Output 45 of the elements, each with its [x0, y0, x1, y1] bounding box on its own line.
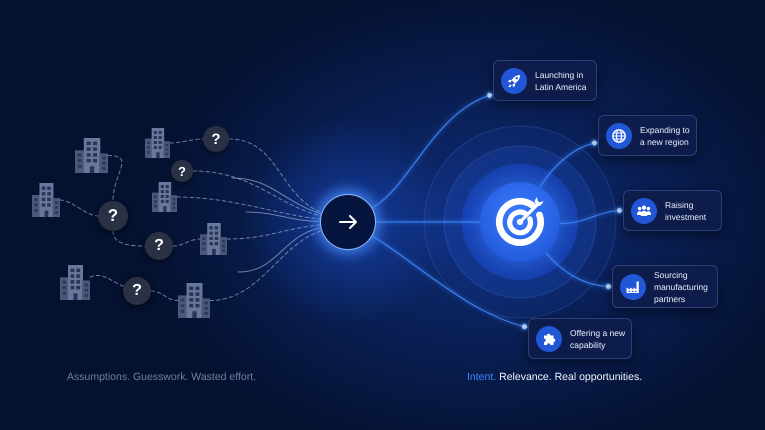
card-label: Offering a new capability: [570, 326, 626, 350]
question-node: ?: [171, 160, 193, 182]
building-icon: [178, 283, 210, 318]
goal-card: [528, 318, 632, 359]
building-icon: [152, 182, 177, 212]
question-node: ?: [145, 232, 173, 260]
tagline: Assumptions. Guesswork. Wasted effort.: [67, 371, 256, 383]
card-label: Expanding to a new region: [640, 124, 691, 148]
dashed-line: [176, 196, 321, 220]
dashed-line: [170, 138, 204, 144]
building-icon: [75, 138, 108, 173]
building-icon: [145, 128, 170, 158]
building-icon: [32, 183, 60, 217]
connector-line: [232, 178, 322, 214]
question-node: ?: [203, 126, 229, 152]
goal-card: [493, 60, 597, 101]
goal-card: [598, 115, 697, 156]
glowing-circle: [320, 194, 376, 250]
tagline: Intent. Relevance. Real opportunities.: [467, 371, 642, 383]
connector-line: [372, 92, 494, 208]
connector-line: [372, 236, 528, 330]
dashed-line: [192, 170, 322, 216]
dashed-line: [60, 200, 98, 216]
goal-card: [612, 265, 718, 308]
dashed-line: [90, 275, 124, 287]
building-icon: [200, 223, 227, 255]
connector-line: [545, 252, 612, 290]
card-label: Raising investment: [665, 198, 708, 222]
dashed-line: [108, 155, 122, 202]
connector-line: [540, 139, 598, 188]
question-node: ?: [98, 201, 128, 231]
card-label: Sourcing manufacturing partners: [654, 268, 709, 304]
dashed-line: [112, 230, 146, 246]
dashed-line: [210, 230, 322, 301]
card-label: Launching in Latin America: [535, 68, 588, 92]
dashed-line: [226, 224, 321, 240]
question-node: ?: [123, 277, 151, 305]
connector-line: [238, 227, 322, 272]
connector-line: [560, 206, 624, 224]
connector-line: [246, 212, 320, 222]
building-icon: [60, 265, 90, 300]
dashed-line: [172, 238, 200, 246]
dashed-line: [150, 290, 178, 301]
dashed-line: [228, 138, 322, 213]
goal-card: [623, 190, 722, 231]
